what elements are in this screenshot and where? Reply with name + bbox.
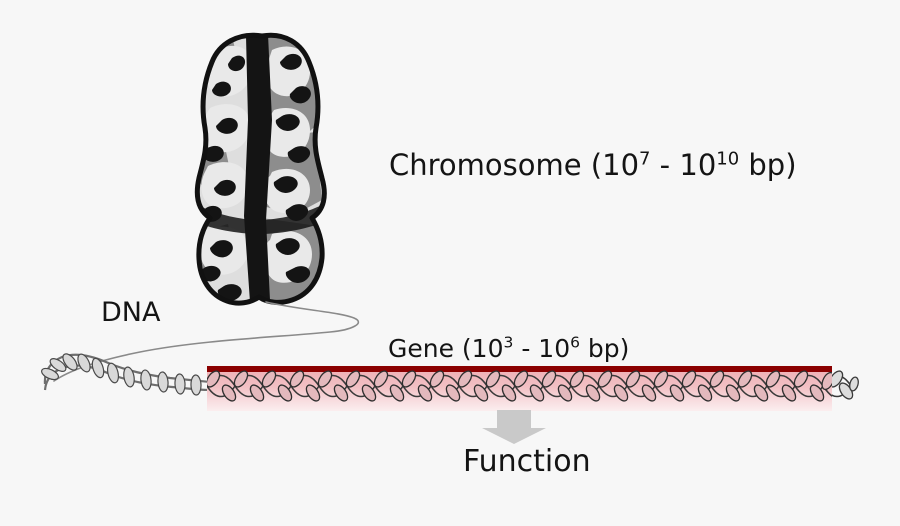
dna-leader-line — [53, 301, 360, 382]
chromosome-label: Chromosome (107 - 1010 bp) — [389, 148, 797, 182]
helix-strands — [41, 353, 859, 402]
gene-label-middle: - 10 — [513, 334, 571, 363]
gene-label-suffix: bp) — [579, 334, 630, 363]
helix-gene-segment — [207, 370, 832, 402]
dna-label: DNA — [101, 297, 161, 328]
gene-label-prefix: Gene (10 — [388, 334, 504, 363]
chromosome-outline — [194, 32, 327, 306]
chromosome-label-suffix: bp) — [739, 148, 797, 182]
gene-bar-top — [207, 366, 832, 372]
gene-exp-high: 6 — [570, 333, 580, 352]
chromosome-exp-low: 7 — [639, 148, 651, 170]
chromosome-label-prefix: Chromosome (10 — [389, 148, 640, 182]
chromosome-exp-high: 10 — [716, 148, 740, 170]
function-label: Function — [463, 444, 591, 479]
gene-label: Gene (103 - 106 bp) — [388, 333, 630, 363]
chromosome-label-middle: - 10 — [650, 148, 717, 182]
gene-exp-low: 3 — [503, 333, 514, 352]
chromosome-body — [197, 35, 325, 304]
